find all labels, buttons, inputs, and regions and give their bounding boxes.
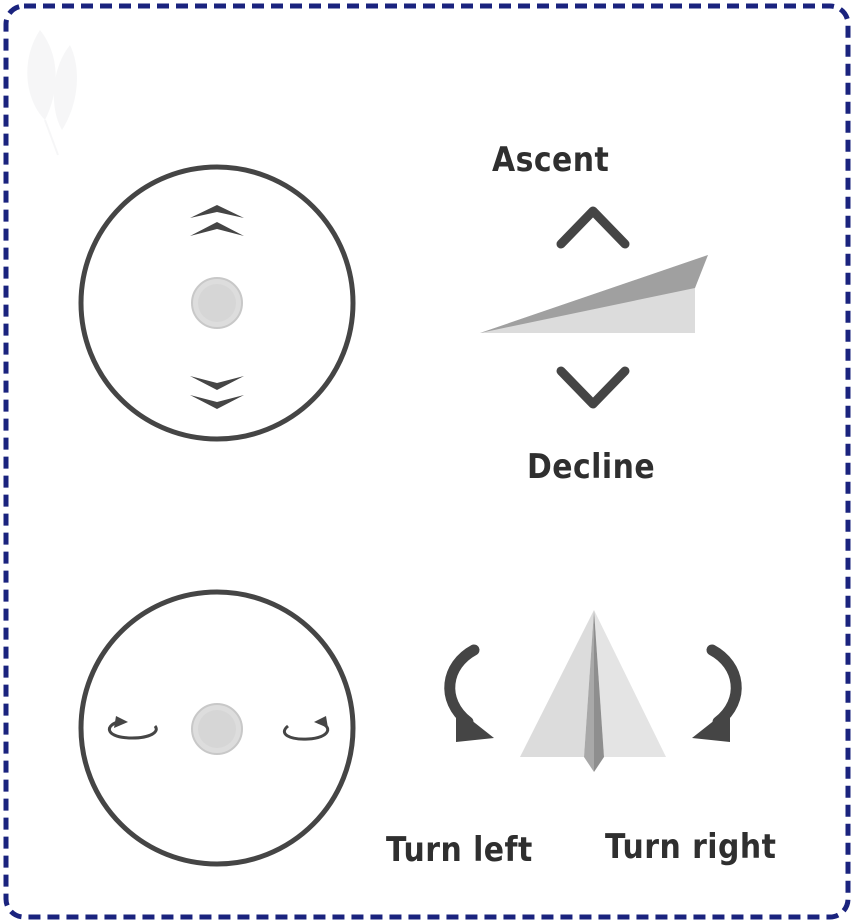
curved-arrow-left-icon <box>450 650 494 742</box>
center-dot <box>192 704 242 754</box>
rotate-right-icon <box>284 716 328 739</box>
paper-plane-top-icon <box>520 610 666 772</box>
double-chevron-up-icon <box>190 205 244 236</box>
dashed-border <box>6 6 848 917</box>
paper-plane-side-icon <box>480 255 708 333</box>
turn-right-label: Turn right <box>605 830 776 864</box>
turn-left-label: Turn left <box>386 833 533 867</box>
ascent-label: Ascent <box>492 143 609 177</box>
chevron-up-icon <box>561 211 625 244</box>
joystick-yaw <box>81 592 353 864</box>
double-chevron-down-icon <box>190 376 244 409</box>
curved-arrow-right-icon <box>692 650 736 742</box>
decline-label: Decline <box>527 450 655 484</box>
leaf-decoration <box>27 30 77 155</box>
rotate-left-icon <box>109 716 156 738</box>
center-dot <box>192 278 242 328</box>
joystick-pitch <box>81 167 353 439</box>
chevron-down-icon <box>561 371 625 404</box>
